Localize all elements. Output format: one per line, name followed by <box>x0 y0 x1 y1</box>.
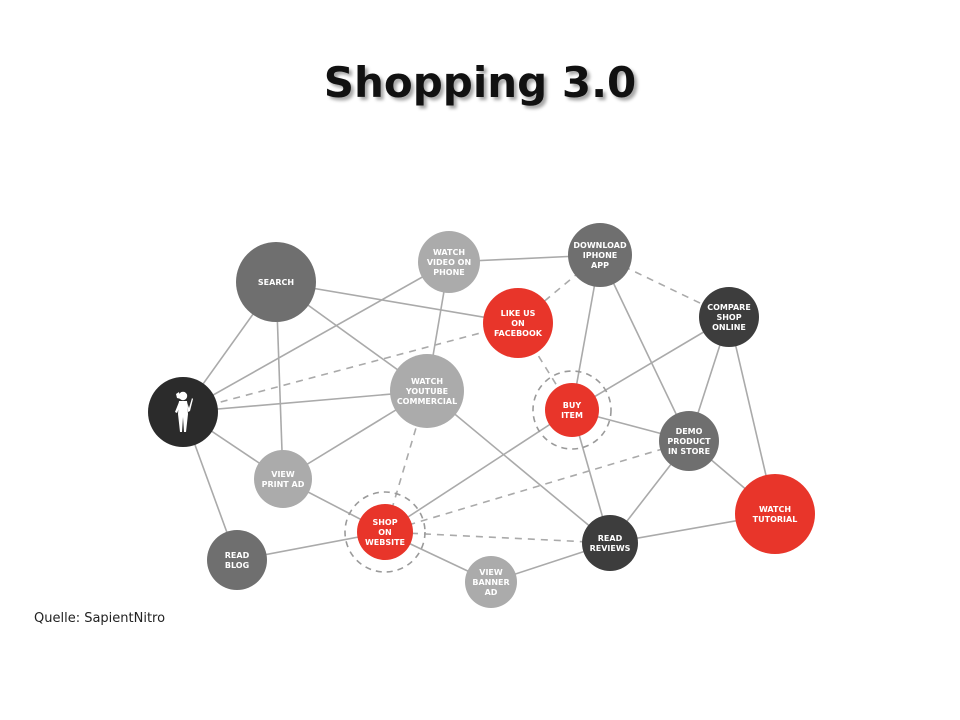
node-label: IN STORE <box>668 447 710 456</box>
node-label: AD <box>485 588 498 597</box>
node-circle <box>418 231 480 293</box>
edge-consumer-to-watch-video-phone <box>182 261 450 413</box>
edge-download-iphone-app-to-demo-product <box>599 254 690 442</box>
node-label: SEARCH <box>258 278 294 287</box>
edge-demo-product-to-shop-website <box>384 440 690 533</box>
source-credit: Quelle: SapientNitro <box>34 611 166 626</box>
node-circle <box>659 411 719 471</box>
node-label: REVIEWS <box>590 544 631 553</box>
edge-buy-item-to-shop-website <box>384 409 573 533</box>
node-circle <box>465 556 517 608</box>
node-circle <box>735 474 815 554</box>
node-label: COMMERCIAL <box>397 397 457 406</box>
node-label: ONLINE <box>712 323 746 332</box>
node-label: ON <box>511 319 525 328</box>
node-label: PRODUCT <box>667 437 711 446</box>
node-label: BUY <box>563 401 582 410</box>
node-circle <box>582 515 638 571</box>
edge-consumer-to-like-facebook <box>182 322 519 413</box>
node-circle <box>545 383 599 437</box>
node-label: VIEW <box>271 470 295 479</box>
edge-shop-website-to-read-reviews <box>384 531 611 544</box>
node-label: DEMO <box>676 427 703 436</box>
node-label: VIEW <box>479 568 503 577</box>
node-label: LIKE US <box>501 309 536 318</box>
node-label: COMPARE <box>707 303 751 312</box>
edge-compare-shop-online-to-buy-item <box>571 316 730 411</box>
node-label: VIDEO ON <box>427 258 471 267</box>
node-highlight-ring <box>344 491 426 573</box>
edge-watch-youtube-to-read-reviews <box>426 390 611 544</box>
node-circle <box>483 288 553 358</box>
node-label: BANNER <box>472 578 509 587</box>
node-label: WATCH <box>759 505 791 514</box>
node-label: WEBSITE <box>365 538 405 547</box>
node-label: YOUTUBE <box>405 387 448 396</box>
node-highlight-ring <box>532 370 612 450</box>
node-circle <box>236 242 316 322</box>
node-label: ON <box>378 528 392 537</box>
node-label: SHOP <box>716 313 741 322</box>
node-label: FACEBOOK <box>494 329 543 338</box>
node-label: BLOG <box>225 561 249 570</box>
edge-consumer-to-watch-youtube <box>182 390 428 413</box>
node-label: SHOP <box>372 518 397 527</box>
node-label: DOWNLOAD <box>573 241 627 250</box>
node-circle <box>568 223 632 287</box>
node-circle <box>357 504 413 560</box>
node-circle <box>254 450 312 508</box>
page-title: Shopping 3.0 <box>323 58 637 107</box>
person-silhouette-icon <box>175 391 193 432</box>
node-label: TUTORIAL <box>753 515 798 524</box>
node-label: ITEM <box>561 411 583 420</box>
node-label: WATCH <box>411 377 443 386</box>
node-search: SEARCH <box>236 242 316 322</box>
node-label: PHONE <box>433 268 465 277</box>
node-label: READ <box>225 551 250 560</box>
node-circle <box>390 354 464 428</box>
node-label: APP <box>591 261 609 270</box>
node-label: IPHONE <box>583 251 618 260</box>
node-consumer <box>148 377 218 447</box>
node-circle <box>207 530 267 590</box>
node-circle <box>699 287 759 347</box>
edge-search-to-like-facebook <box>275 281 519 324</box>
node-label: PRINT AD <box>262 480 305 489</box>
node-label: READ <box>598 534 623 543</box>
node-label: WATCH <box>433 248 465 257</box>
